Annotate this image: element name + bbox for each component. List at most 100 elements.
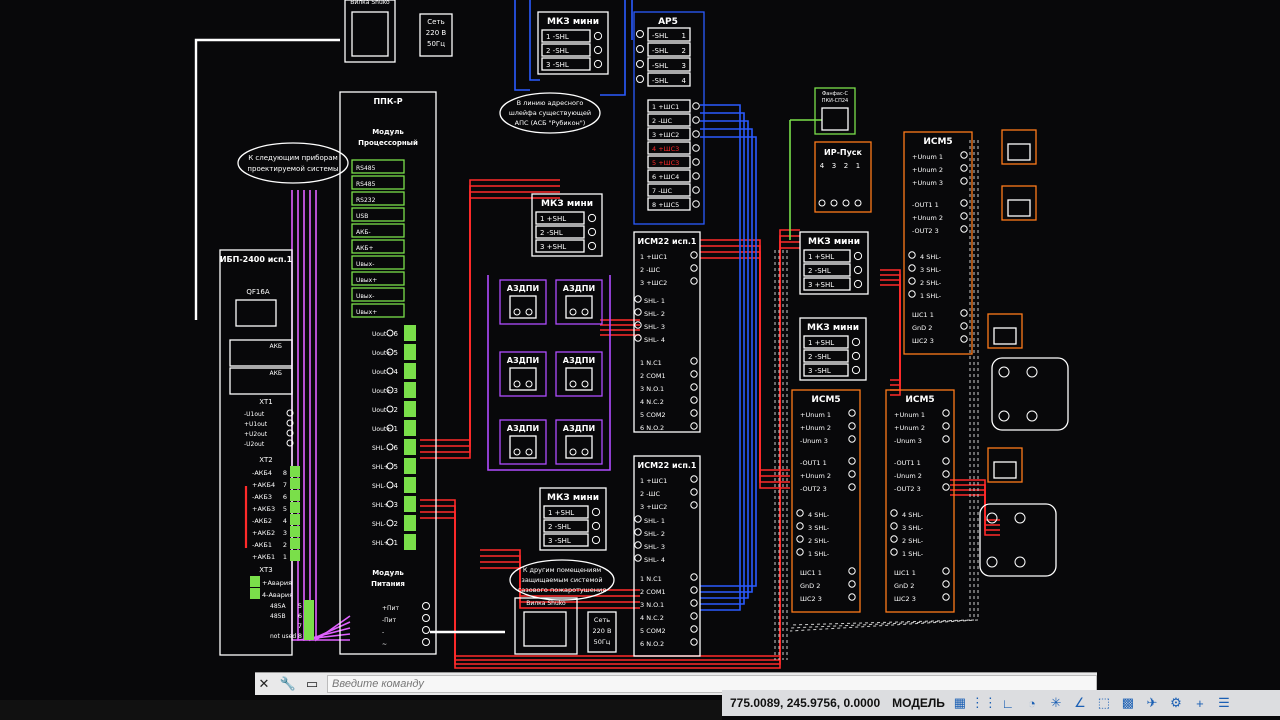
ism5-right-terminal xyxy=(890,522,898,530)
aps-top-row xyxy=(647,27,691,42)
grid-icon[interactable]: ▦ xyxy=(953,695,967,710)
mkz-mini-low-terminal xyxy=(591,507,601,517)
ism22-a-shl-terminal xyxy=(634,308,642,316)
ppk-power-terminal xyxy=(422,638,430,646)
xt3-green xyxy=(250,576,260,587)
xt1-terminal xyxy=(286,439,294,447)
aps-top-row xyxy=(647,72,691,87)
aps-top-row xyxy=(647,57,691,72)
ism22-b-rel: 1 N.C1 xyxy=(640,575,662,583)
ism22-b-rel-terminal xyxy=(690,638,698,646)
azdpi-frame xyxy=(555,419,603,465)
ism22-b-shl: SHL- 2 xyxy=(644,530,665,538)
mkz-mini-low-row xyxy=(543,533,589,547)
ism5-left-terminal xyxy=(848,435,856,443)
xt2-row: +АКБ3 xyxy=(252,505,275,513)
aps-shs-row xyxy=(647,183,691,197)
ortho-icon[interactable]: ∟ xyxy=(1001,695,1015,711)
ibp-akb2-label: АКБ xyxy=(270,370,282,377)
annotation-icon[interactable]: ✈ xyxy=(1146,695,1158,710)
ism5-left-out: -OUT1 1 xyxy=(800,459,827,467)
xt2-green xyxy=(290,502,300,513)
mkz-mini-low-row-label: 2 -SHL xyxy=(548,523,571,531)
ism22-b-rel-terminal xyxy=(690,586,698,594)
ism5-right-terminal xyxy=(890,509,898,517)
xt3-title: XT3 xyxy=(259,566,272,574)
ppk-proc-row-label: RS232 xyxy=(356,197,376,204)
xt2-row: -АКБ1 xyxy=(252,541,272,549)
ism22-a-rel-terminal xyxy=(690,409,698,417)
blue-wire xyxy=(700,136,757,587)
otrack-icon[interactable]: ∠ xyxy=(1074,695,1086,710)
polar-icon[interactable]: ◔ xyxy=(1027,695,1036,711)
note-top-line: шлейфа существующей xyxy=(509,109,591,117)
note-cloud-bottom xyxy=(509,559,615,601)
model-tab[interactable]: МОДЕЛЬ xyxy=(892,696,945,710)
loop-module xyxy=(991,357,1069,431)
mkz-mini-low-title: МКЗ мини xyxy=(547,493,599,503)
xt2-num: 1 xyxy=(283,553,287,561)
loop-terminal xyxy=(1014,512,1026,524)
blue-wire xyxy=(700,128,753,593)
ism5-right-terminal xyxy=(942,593,950,601)
ism5-top-terminal xyxy=(960,177,968,185)
azdpi-title: АЗДПИ xyxy=(507,424,539,433)
ism22-a-terminal xyxy=(690,251,698,259)
ppk-green-cell xyxy=(404,477,416,493)
xt3-row: 4-Авария xyxy=(262,591,293,599)
menu-icon[interactable]: ☰ xyxy=(1218,695,1230,710)
transparency-icon[interactable]: ▩ xyxy=(1121,695,1135,710)
workspace-icon[interactable]: ⬚ xyxy=(1097,695,1111,710)
wrench-icon[interactable]: 🔧 xyxy=(279,676,297,692)
xt2-green xyxy=(290,466,300,477)
xt3-num: 8 xyxy=(298,632,302,640)
aps-shs-terminal xyxy=(692,158,700,166)
osnap-icon[interactable]: ✳ xyxy=(1050,695,1062,710)
ppk-power-label: ~ xyxy=(382,641,387,648)
xt3-green xyxy=(250,588,260,599)
mkz-mini-top-terminal xyxy=(593,59,603,69)
ppk-power-label: -Пит xyxy=(382,617,397,624)
ism5-right-terminal xyxy=(942,457,950,465)
ism5-top-out: -OUT2 3 xyxy=(912,227,939,235)
ppk-power-terminal xyxy=(422,614,430,622)
red-wire xyxy=(950,494,1000,536)
ppk-out-num: 5 xyxy=(394,463,398,471)
azdpi-terminals xyxy=(565,435,593,459)
mkz-mini-top-row-label: 2 -SHL xyxy=(546,47,569,55)
aps-shs-terminal xyxy=(692,172,700,180)
ir-pusk-terminal xyxy=(842,199,850,207)
ism5-right-terminal xyxy=(942,422,950,430)
azdpi-terminal xyxy=(581,448,589,456)
ppk-terminal xyxy=(386,462,394,470)
ism5-left-terminal xyxy=(848,593,856,601)
azdpi-terminal xyxy=(513,308,521,316)
ism5-left-terminal xyxy=(848,409,856,417)
plus-icon[interactable]: + xyxy=(1196,695,1204,711)
mkz-mini-mid-row-label: 3 +SHL xyxy=(540,243,566,251)
aps-top-label: -SHL xyxy=(652,62,668,70)
dashed-wire xyxy=(789,140,979,632)
ism22-a-shl-terminal xyxy=(634,334,642,342)
ppk-green-cell xyxy=(404,420,416,436)
ism5-top-unum: +Unum 2 xyxy=(912,166,943,174)
close-icon[interactable]: ✕ xyxy=(258,676,270,692)
snap-icon[interactable]: ⋮⋮ xyxy=(970,695,997,710)
ism5-left-terminal xyxy=(848,483,856,491)
ppk-terminal xyxy=(386,481,394,489)
ir-pusk-terminal xyxy=(854,199,862,207)
ppk-out-label: SHL- xyxy=(372,521,386,528)
ism22-b-shl-terminal xyxy=(634,541,642,549)
fanfare-frame xyxy=(814,87,856,135)
ext-device-body xyxy=(1007,143,1031,161)
xt2-num: 5 xyxy=(283,505,287,513)
bottom-plug-net-label: 50Гц xyxy=(594,638,611,646)
ppk-terminal xyxy=(386,424,394,432)
bottom-plug-net-label: 220 В xyxy=(593,627,612,635)
command-input[interactable]: Введите команду xyxy=(327,675,1097,693)
ppk-out-label: Uout- xyxy=(372,369,388,376)
settings-icon[interactable]: ⚙ xyxy=(1170,695,1182,710)
ibp-qf: QF16A xyxy=(246,288,269,296)
